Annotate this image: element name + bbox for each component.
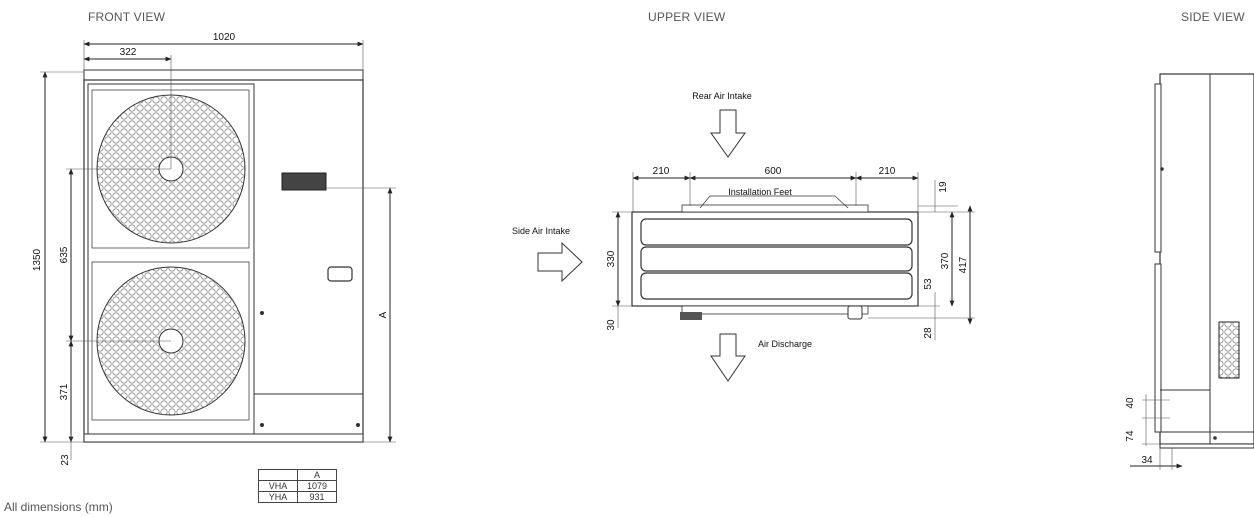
label-installation-feet: Installation Feet	[728, 187, 792, 197]
dim-upper-depth: 330	[606, 250, 617, 267]
table-cell: VHA	[258, 480, 298, 492]
dim-feet-depth: 370	[940, 252, 951, 269]
side-view: 40 74 34	[1125, 73, 1254, 470]
louver-3	[640, 272, 913, 300]
side-body	[1159, 73, 1254, 445]
dim-upper-right: 210	[879, 166, 896, 177]
dimension-units-note: All dimensions (mm)	[4, 500, 113, 514]
table-row: VHA 1079	[258, 480, 337, 492]
table-header-cell: A	[297, 469, 337, 481]
front-view-title: FRONT VIEW	[88, 10, 166, 24]
table-row: YHA 931	[258, 491, 337, 503]
table-header-row: A	[258, 469, 337, 481]
label-rear-intake: Rear Air Intake	[692, 91, 752, 101]
dim-side-40: 40	[1125, 397, 1136, 409]
dim-foot-offset: 28	[923, 327, 934, 339]
dim-foot: 23	[60, 454, 71, 466]
dim-fan-spacing: 635	[59, 246, 70, 263]
dim-upper-left: 210	[653, 166, 670, 177]
dim-front-height: 1350	[32, 248, 43, 271]
side-intake-arrow	[537, 241, 583, 283]
louver-1	[640, 218, 913, 246]
model-dimension-table: A VHA 1079 YHA 931	[258, 469, 337, 503]
handle-recess	[327, 266, 353, 282]
dim-total-depth: 417	[958, 256, 969, 273]
table-cell: 1079	[297, 480, 337, 492]
dim-foot-width: 53	[923, 278, 934, 290]
dim-side-74: 74	[1125, 430, 1136, 442]
dim-fan-offset: 322	[120, 47, 137, 58]
dim-side-34: 34	[1141, 455, 1153, 466]
front-view: 1020 322 1350 635 371 23 A	[32, 32, 396, 466]
dim-upper-center: 600	[765, 166, 782, 177]
louver-2	[640, 246, 913, 272]
air-discharge-arrow	[710, 333, 746, 382]
table-header-cell	[258, 469, 298, 481]
rear-intake-arrow	[710, 109, 746, 158]
dim-a: A	[378, 311, 389, 318]
side-view-title: SIDE VIEW	[1181, 10, 1245, 24]
label-air-discharge: Air Discharge	[758, 339, 812, 349]
side-vent	[1218, 321, 1240, 379]
upper-view-title: UPPER VIEW	[648, 10, 726, 24]
upper-view: Rear Air Intake Side Air Intake Air Disc…	[512, 91, 975, 382]
front-vent	[281, 172, 327, 191]
dim-upper-bottom: 30	[606, 319, 617, 331]
unit-top-cap	[83, 69, 364, 81]
label-side-intake: Side Air Intake	[512, 226, 570, 236]
dim-bottom-fan: 371	[59, 383, 70, 400]
dim-top-offset: 19	[938, 181, 949, 193]
table-cell: YHA	[258, 491, 298, 503]
dim-front-width: 1020	[213, 32, 236, 43]
table-cell: 931	[297, 491, 337, 503]
